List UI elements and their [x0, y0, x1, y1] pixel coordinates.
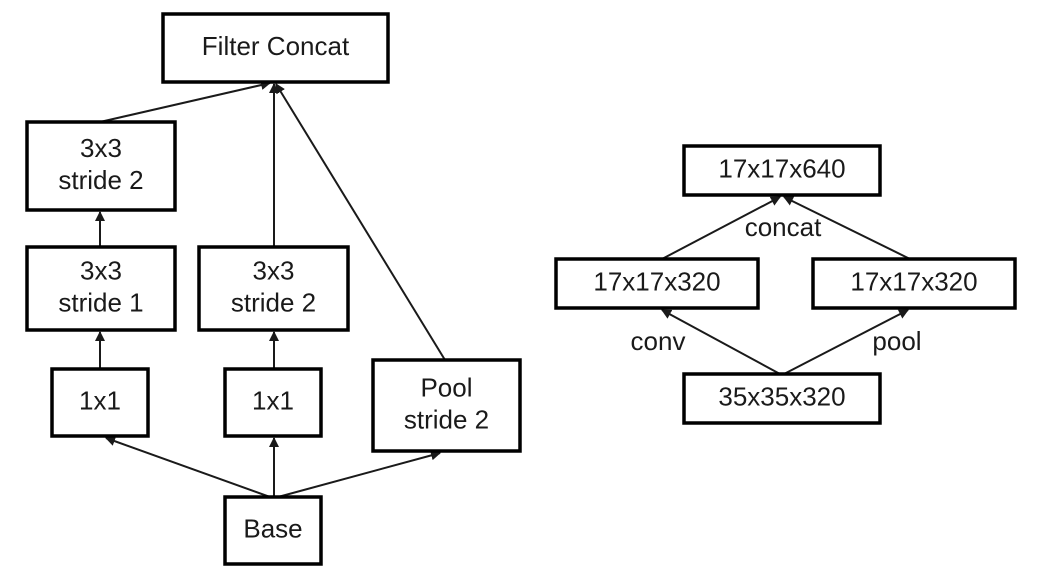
node-box: [197, 245, 350, 332]
node-label: 17x17x640: [718, 153, 845, 183]
node-left-base: Base: [223, 495, 323, 566]
node-left-b1-bot: 1x1: [50, 367, 150, 438]
node-right-top: 17x17x640: [682, 144, 882, 197]
node-box: [682, 372, 882, 425]
node-label: 17x17x320: [850, 266, 977, 296]
edge-label-concat: concat: [745, 212, 822, 242]
edge-input-to-poolout: [783, 309, 909, 375]
node-label: stride 2: [404, 404, 489, 434]
edge-input-to-convout: [661, 309, 781, 375]
node-label: 1x1: [252, 385, 294, 415]
edge-label-pool: pool: [872, 326, 921, 356]
node-box: [223, 495, 323, 566]
edge-pool-to-concat: [275, 83, 446, 361]
edge-base-to-b1bot: [105, 436, 271, 498]
node-box: [161, 12, 390, 84]
edge-poolout-to-top: [783, 196, 911, 260]
node-left-filter-concat: Filter Concat: [161, 12, 390, 84]
node-box: [25, 245, 177, 332]
node-box: [554, 257, 760, 310]
node-label: 3x3: [80, 255, 122, 285]
node-label: 3x3: [80, 133, 122, 163]
node-label: 3x3: [253, 255, 295, 285]
node-box: [50, 367, 150, 438]
edge-convout-to-top: [661, 196, 781, 260]
node-right-conv-out: 17x17x320: [554, 257, 760, 310]
node-label: 1x1: [79, 385, 121, 415]
node-box: [371, 358, 522, 453]
edge-base-to-pool: [277, 450, 441, 498]
node-box: [25, 120, 177, 212]
node-right-pool-out: 17x17x320: [811, 257, 1017, 310]
node-right-input: 35x35x320: [682, 372, 882, 425]
node-left-b2-bot: 1x1: [223, 367, 323, 438]
edge-b1top-to-concat: [99, 80, 271, 123]
node-label: Base: [243, 513, 302, 543]
node-label: Filter Concat: [202, 31, 350, 61]
edge-label-conv: conv: [631, 326, 686, 356]
node-label: stride 2: [58, 165, 143, 195]
node-box: [223, 367, 323, 438]
node-box: [811, 257, 1017, 310]
node-label: stride 1: [58, 287, 143, 317]
node-box: [682, 144, 882, 197]
node-label: stride 2: [231, 287, 316, 317]
node-label: 35x35x320: [718, 381, 845, 411]
node-label: 17x17x320: [593, 266, 720, 296]
node-label: Pool: [420, 372, 472, 402]
